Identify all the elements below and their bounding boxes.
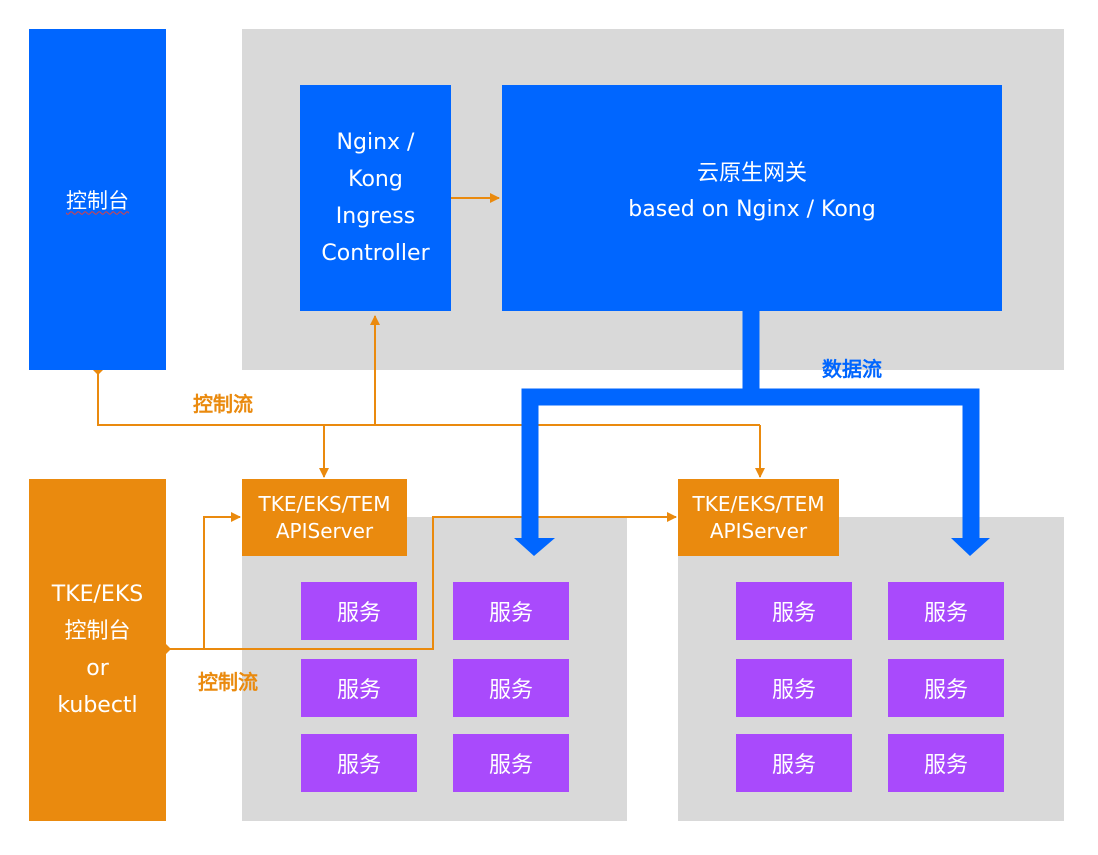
service-box: 服务 [736,734,852,792]
tke-console-line-3: or [86,656,109,681]
control-flow-line-top [97,370,760,426]
service-box: 服务 [888,734,1004,792]
service-box: 服务 [453,582,569,640]
console-box: 控制台 [29,29,166,370]
service-box: 服务 [301,582,417,640]
apiserver-left-box: TKE/EKS/TEM APIServer [242,479,407,556]
control-flow-label-bottom: 控制流 [198,670,258,694]
gateway-subtitle: based on Nginx / Kong [628,197,876,222]
service-box: 服务 [888,582,1004,640]
apiserver-right-box: TKE/EKS/TEM APIServer [678,479,839,556]
data-flow-arrowhead-left [514,538,555,556]
service-box: 服务 [736,582,852,640]
data-flow-line [521,311,760,540]
ingress-line-2: Kong [348,167,403,192]
service-box: 服务 [736,659,852,717]
service-box: 服务 [453,659,569,717]
ingress-line-1: Nginx / [336,130,415,155]
control-flow-line-bottom-right [166,512,677,650]
cloud-native-gateway-box: 云原生网关 based on Nginx / Kong [502,85,1002,311]
service-label: 服务 [771,601,816,626]
service-label: 服务 [488,753,533,778]
data-flow-arrowhead-right [951,538,990,556]
service-box: 服务 [301,734,417,792]
tke-console-line-1: TKE/EKS [51,582,144,607]
service-label: 服务 [488,601,533,626]
data-flow-label: 数据流 [822,357,882,381]
ingress-line-3: Ingress [335,204,416,229]
ingress-line-4: Controller [321,241,430,266]
console-label: 控制台 [66,188,129,213]
tke-console-box: TKE/EKS 控制台 or kubectl [29,479,166,821]
service-box: 服务 [453,734,569,792]
service-box: 服务 [888,659,1004,717]
service-label: 服务 [771,678,816,703]
apiserver-right-line-1: TKE/EKS/TEM [692,491,825,516]
service-label: 服务 [336,678,381,703]
apiserver-left-line-2: APIServer [275,518,374,543]
apiserver-right-line-2: APIServer [709,518,808,543]
service-label: 服务 [336,753,381,778]
gateway-title: 云原生网关 [696,161,807,186]
service-label: 服务 [771,753,816,778]
service-box: 服务 [301,659,417,717]
ingress-controller-box: Nginx / Kong Ingress Controller [300,85,451,311]
tke-console-line-4: kubectl [57,693,138,718]
control-flow-label-top: 控制流 [193,392,253,416]
service-label: 服务 [336,601,381,626]
service-label: 服务 [923,601,968,626]
control-flow-line-bottom-left [166,512,241,650]
service-label: 服务 [923,753,968,778]
apiserver-left-line-1: TKE/EKS/TEM [258,491,391,516]
service-label: 服务 [923,678,968,703]
tke-console-line-2: 控制台 [64,619,131,644]
data-flow-line-right [742,388,980,540]
service-label: 服务 [488,678,533,703]
